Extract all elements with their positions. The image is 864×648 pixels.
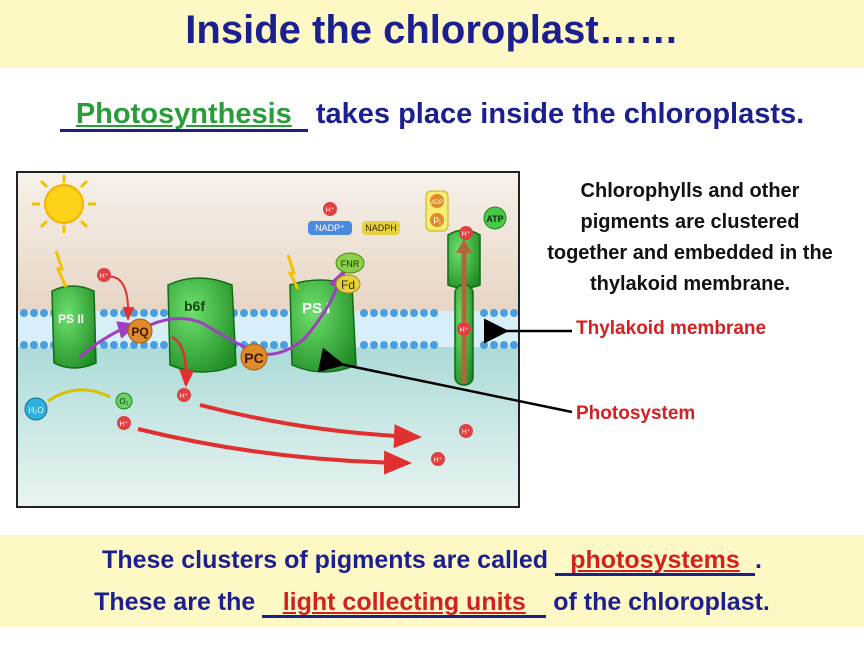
svg-text:H⁺: H⁺ [434, 456, 443, 464]
fd-label: Fd [341, 278, 355, 292]
proton-flow-arrow-1 [199, 403, 422, 449]
pc-label: PC [244, 350, 263, 366]
bottom-blank-2: light collecting units [262, 588, 547, 618]
pi-label: Pᵢ [433, 216, 440, 226]
bottom-line-2: These are the light collecting units of … [0, 588, 864, 618]
title-band [0, 0, 864, 68]
electron-path-2 [149, 268, 346, 356]
proton-4: H⁺ [457, 322, 471, 336]
bottom-answer-2: light collecting units [282, 588, 526, 616]
bottom-line-1: These clusters of pigments are called ph… [0, 546, 864, 576]
light-bolt-ps1 [286, 254, 300, 290]
proton-flow-arrow-2 [137, 427, 412, 475]
svg-text:H⁺: H⁺ [180, 392, 189, 400]
pc-carrier: PC [240, 343, 268, 371]
fnr-label: FNR [341, 259, 360, 269]
proton-5: H⁺ [177, 388, 191, 402]
b6f-label: b6f [184, 298, 205, 314]
electron-path-1 [79, 321, 139, 359]
svg-text:H⁺: H⁺ [462, 428, 471, 436]
proton-1: H⁺ [97, 268, 111, 282]
bottom-answer-1: photosystems [570, 546, 740, 574]
atp-label: ATP [486, 214, 503, 224]
atp-molecule: ATP [483, 206, 507, 230]
bottom-band [0, 535, 864, 627]
photosystem-pointer-arrow [317, 347, 573, 414]
fd-carrier: Fd [335, 274, 361, 294]
light-bolt-ps2 [54, 250, 68, 288]
ps2-complex: PS II [51, 285, 97, 369]
svg-text:H⁺: H⁺ [460, 326, 469, 334]
sun-icon [32, 175, 96, 233]
nadph-box: NADPH [362, 221, 400, 235]
subtitle-line: Photosynthesis takes place inside the ch… [0, 98, 864, 132]
svg-text:H⁺: H⁺ [120, 420, 129, 428]
fnr-enzyme: FNR [335, 252, 365, 274]
adp-pi-box: ADP Pᵢ [425, 190, 449, 232]
proton-6: H⁺ [117, 416, 131, 430]
proton-2: H⁺ [323, 202, 337, 216]
ps2-label: PS II [58, 312, 84, 326]
nadp-box: NADP⁺ [308, 221, 352, 235]
proton-7: H⁺ [459, 424, 473, 438]
thylakoid-membrane-label: Thylakoid membrane [576, 318, 767, 339]
water-split-arrow [47, 388, 111, 403]
nadp-label: NADP⁺ [315, 223, 345, 233]
bottom-line-2-pre: These are the [94, 588, 263, 616]
bottom-line-1-post: . [755, 546, 762, 574]
subtitle-blank: Photosynthesis [59, 98, 308, 132]
h2o-label: H₂O [28, 406, 43, 415]
svg-text:H⁺: H⁺ [326, 206, 335, 214]
diagram-svg: PS II b6f PS I PQ PC [18, 173, 518, 506]
nadph-label: NADPH [365, 223, 397, 233]
svg-text:H⁺: H⁺ [462, 230, 471, 238]
proton-3: H⁺ [459, 226, 473, 240]
bottom-blank-1: photosystems [555, 548, 755, 576]
o2-molecule: O₂ [115, 392, 133, 410]
subtitle-answer: Photosynthesis [75, 98, 292, 130]
o2-label: O₂ [119, 397, 128, 406]
proton-8: H⁺ [431, 452, 445, 466]
chloroplast-diagram: PS II b6f PS I PQ PC [16, 171, 520, 508]
bottom-line-1-pre: These clusters of pigments are called [102, 546, 555, 574]
adp-label: ADP [431, 200, 443, 206]
h-arrow-b6f [171, 335, 195, 388]
side-description: Chlorophylls and other pigments are clus… [547, 180, 833, 295]
bottom-line-2-post: of the chloroplast. [546, 588, 770, 616]
page-title: Inside the chloroplast…… [185, 8, 679, 52]
pq-carrier: PQ [127, 318, 153, 344]
photosystem-label: Photosystem [576, 403, 696, 424]
h2o-molecule: H₂O [24, 397, 48, 421]
svg-text:H⁺: H⁺ [100, 272, 109, 280]
pq-label: PQ [131, 325, 148, 339]
subtitle-text: takes place inside the chloroplasts. [307, 98, 805, 130]
